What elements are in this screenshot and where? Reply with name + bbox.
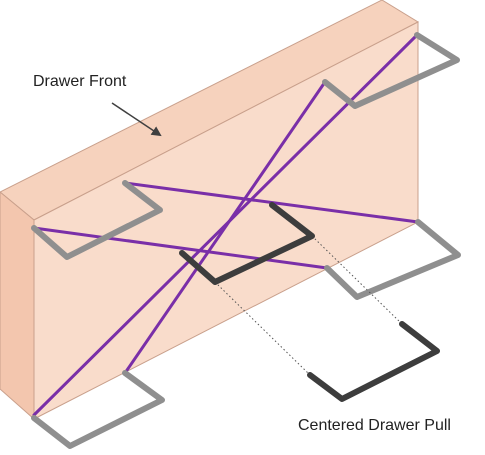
board-side-face — [0, 191, 35, 421]
drawer-front-label: Drawer Front — [33, 73, 127, 90]
pull-template-right-lower — [324, 219, 461, 300]
pull-templates — [31, 32, 461, 449]
projection-lines — [214, 235, 403, 376]
drawer-front-arrow — [111, 102, 162, 137]
centered-drawer-pull-on-board — [179, 202, 315, 285]
horizontal-guide-line-lower — [32, 226, 329, 270]
projection-line-1 — [311, 235, 403, 325]
pull-template-bottom-left — [31, 370, 165, 449]
pull-template-top-right — [322, 32, 460, 109]
diagonal-guide-line-2 — [123, 80, 327, 375]
centered-drawer-pull-detail — [307, 321, 440, 402]
drawer-front-board — [0, 0, 420, 421]
centered-drawer-pull-label: Centered Drawer Pull — [298, 417, 451, 434]
pull-template-left-upper — [31, 180, 163, 260]
